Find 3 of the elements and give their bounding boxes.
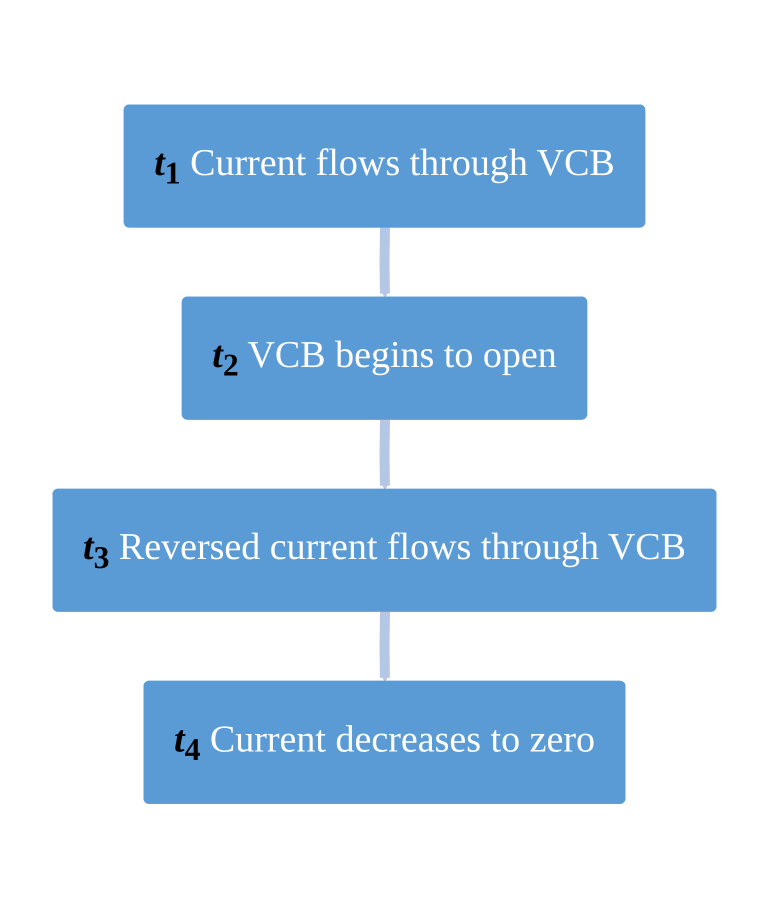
arrow: [380, 612, 390, 682]
arrow: [380, 419, 390, 490]
arrow: [380, 227, 390, 298]
